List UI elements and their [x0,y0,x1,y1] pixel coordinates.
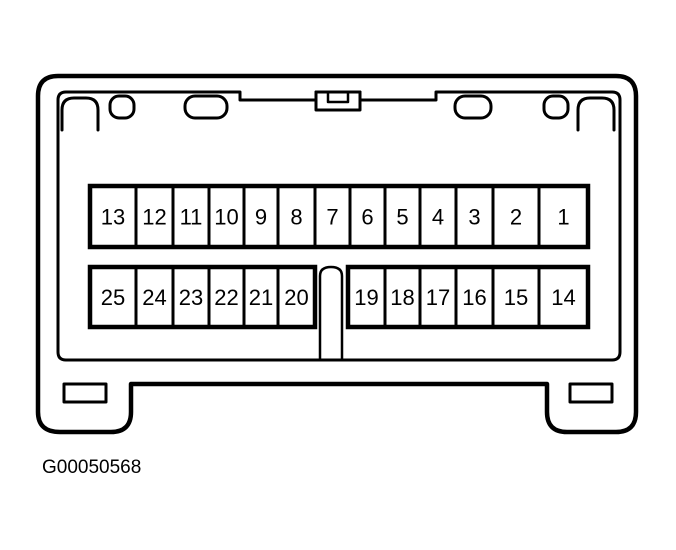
latch-slot-2 [183,94,229,120]
pin-row-frame [87,183,591,250]
pin-label-17: 17 [426,285,450,310]
pin-label-1: 1 [557,205,569,230]
foot-tab-left [62,382,108,404]
pin-row-bottom-left: 25 24 23 22 21 20 [87,264,318,330]
pin-label-3: 3 [468,205,480,230]
latch-slot-4 [542,94,570,120]
pin-row-bottom-right: 19 18 17 16 15 14 [345,264,591,330]
pin-label-23: 23 [179,285,203,310]
pin-label-9: 9 [255,205,267,230]
housing-outline [35,73,639,435]
latch-right-outer [576,96,616,132]
pin-label-10: 10 [214,205,238,230]
pin-label-25: 25 [101,285,125,310]
pin-label-2: 2 [510,205,522,230]
pin-label-8: 8 [290,205,302,230]
latch-slot-3 [453,94,493,120]
pin-label-11: 11 [180,205,203,230]
latch-left-outer [60,96,100,132]
latch-slot-1 [108,94,136,120]
pin-label-6: 6 [361,205,373,230]
pin-row-frame [345,264,591,330]
center-key-tab [314,90,362,112]
connector-housing [35,73,639,435]
pin-label-22: 22 [214,285,238,310]
pin-label-20: 20 [284,285,308,310]
pin-label-18: 18 [390,285,414,310]
pin-label-19: 19 [354,285,378,310]
polarization-key [318,265,344,360]
pin-label-12: 12 [142,205,166,230]
pin-label-4: 4 [432,205,444,230]
foot-tab-right [568,382,614,404]
pin-label-7: 7 [326,205,338,230]
pin-label-14: 14 [551,285,575,310]
pin-row-frame [87,264,318,330]
housing-inner-face [56,90,622,362]
pin-label-13: 13 [101,205,125,230]
center-key-notch [326,90,350,104]
pin-label-15: 15 [504,285,528,310]
figure-id: G00050568 [42,457,141,478]
pin-label-21: 21 [249,285,273,310]
pin-label-5: 5 [396,205,408,230]
pin-label-24: 24 [142,285,166,310]
pin-label-16: 16 [462,285,486,310]
